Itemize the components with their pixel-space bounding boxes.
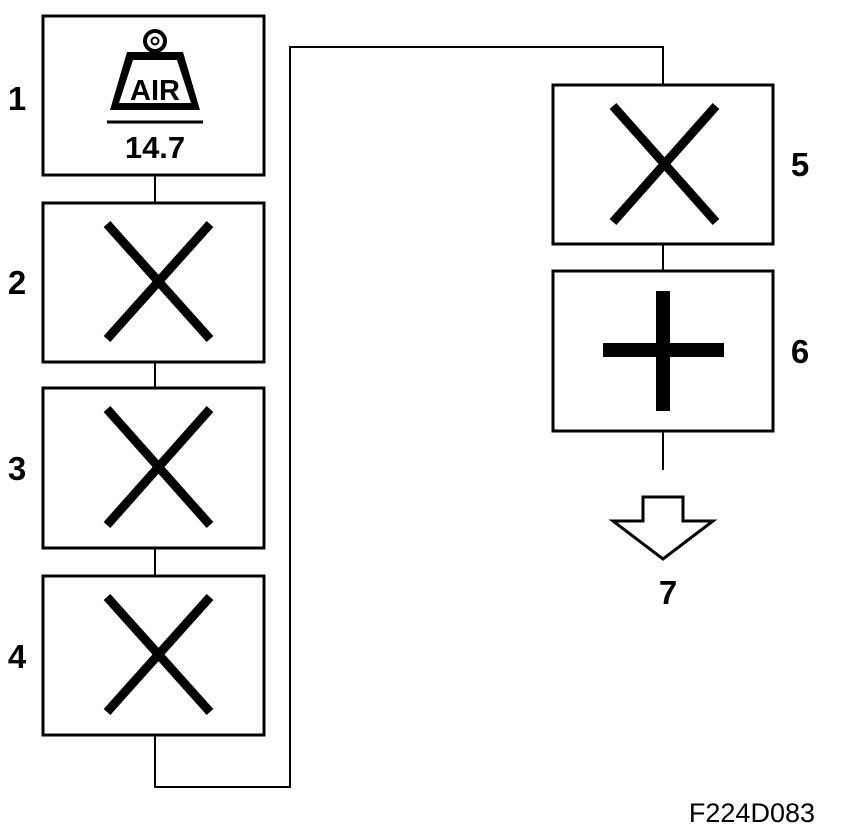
step-1-number: 1: [8, 80, 26, 117]
step-6: [551, 269, 775, 433]
step-3: [41, 386, 266, 550]
step-2: [41, 201, 266, 364]
step-4-number: 4: [8, 638, 27, 675]
plus-icon: [603, 291, 724, 411]
step-6-number: 6: [791, 333, 809, 370]
result: 7: [608, 495, 718, 611]
step-4: [41, 574, 266, 737]
multiply-icon: [103, 220, 214, 343]
step-5-number: 5: [791, 146, 809, 183]
multiply-icon: [103, 406, 214, 528]
connectors: [154, 46, 664, 788]
step-2-number: 2: [8, 264, 26, 301]
step-1-box: [41, 14, 266, 177]
multiply-icon: [609, 103, 720, 225]
multiply-icon: [103, 593, 214, 716]
air-label: AIR: [130, 75, 180, 107]
weight-icon: [110, 29, 200, 110]
air-value: 14.7: [125, 130, 185, 165]
step-1: AIR 14.7: [41, 14, 266, 177]
down-arrow-icon: [608, 495, 718, 561]
step-5: [551, 83, 775, 246]
result-number: 7: [659, 574, 677, 611]
step-3-number: 3: [8, 450, 26, 487]
connector-4-5: [154, 46, 664, 788]
figure-id: F224D083: [689, 798, 815, 828]
